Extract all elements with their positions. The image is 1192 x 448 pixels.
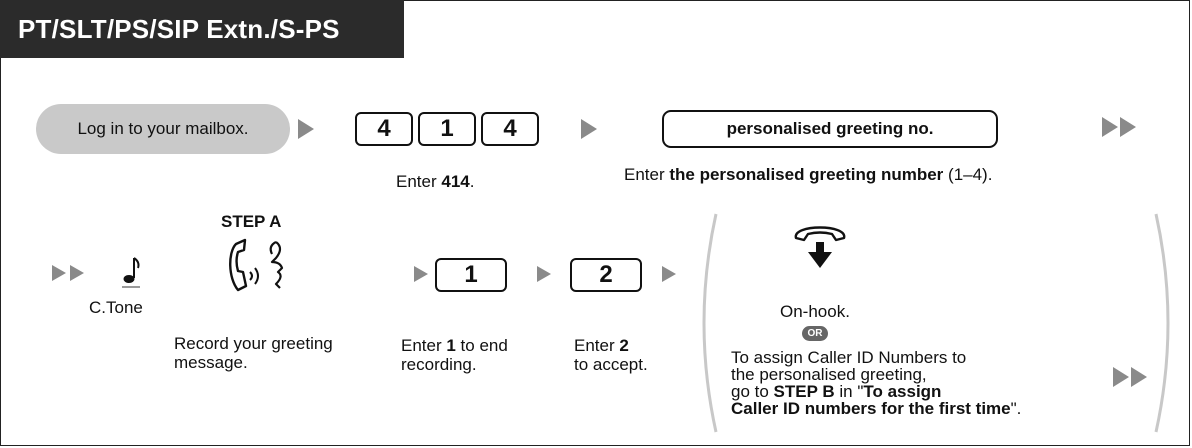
handset-onhook-icon <box>794 226 846 268</box>
key-2-accept: 2 <box>570 258 642 292</box>
step-a-label: STEP A <box>221 212 282 231</box>
greeting-number-caption: Enter the personalised greeting number (… <box>624 165 993 184</box>
arrow-right-icon <box>581 119 597 139</box>
onhook-caption: On-hook. <box>780 302 850 321</box>
end-recording-caption: Enter 1 to end recording. <box>401 336 508 374</box>
arrow-right-icon <box>414 266 428 282</box>
record-greeting-caption: Record your greeting message. <box>174 334 333 372</box>
left-parenthesis <box>702 213 718 433</box>
assign-caller-id-caption: To assign Caller ID Numbers to the perso… <box>731 348 1022 418</box>
enter-414-caption: Enter 414. <box>396 172 475 191</box>
arrow-right-icon <box>298 119 314 139</box>
key-4-second: 4 <box>481 112 539 146</box>
login-step: Log in to your mailbox. <box>36 104 290 154</box>
page-title: PT/SLT/PS/SIP Extn./S-PS <box>0 0 404 58</box>
greeting-number-box: personalised greeting no. <box>662 110 998 148</box>
accept-caption: Enter 2 to accept. <box>574 336 648 374</box>
or-badge: OR <box>802 326 828 341</box>
handset-speaking-icon <box>229 238 284 292</box>
arrow-right-icon <box>537 266 551 282</box>
musical-note-icon <box>122 257 140 288</box>
key-1: 1 <box>418 112 476 146</box>
ctone-label: C.Tone <box>89 298 143 317</box>
key-1-end-recording: 1 <box>435 258 507 292</box>
arrow-right-icon <box>662 266 676 282</box>
key-4-first: 4 <box>355 112 413 146</box>
right-parenthesis <box>1154 213 1170 433</box>
